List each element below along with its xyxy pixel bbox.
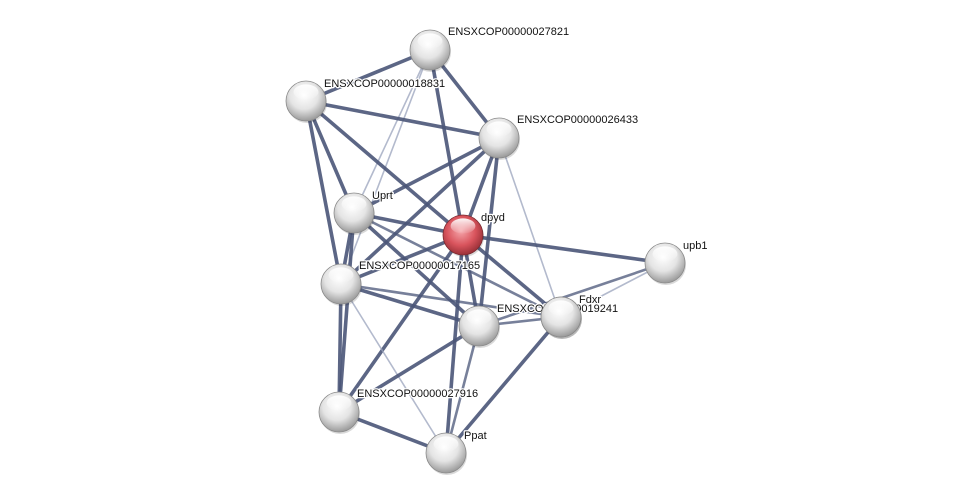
node-18831[interactable]	[285, 80, 327, 123]
node-label-17165: ENSXCOP00000017165	[359, 260, 480, 272]
edge-26433-19241[interactable]	[477, 136, 501, 328]
edge-dpyd-upb1[interactable]	[461, 233, 667, 265]
node-label-18831: ENSXCOP00000018831	[324, 78, 445, 90]
node-label-dpyd: dpyd	[481, 212, 505, 224]
edge-dpyd-27916[interactable]	[337, 233, 465, 414]
edge-18831-26433[interactable]	[304, 99, 501, 140]
node-17165[interactable]	[320, 263, 362, 306]
node-gloss-highlight	[486, 121, 512, 137]
edge-27821-18831[interactable]	[304, 48, 432, 103]
edge-27821-uprt[interactable]	[353, 49, 431, 214]
node-upb1[interactable]	[644, 242, 686, 285]
node-uprt[interactable]	[333, 192, 375, 235]
node-gloss-highlight	[417, 33, 443, 49]
edge-18831-dpyd[interactable]	[304, 99, 465, 237]
node-label-27821: ENSXCOP00000027821	[448, 26, 569, 38]
edge-upb1-19241[interactable]	[477, 261, 667, 328]
node-label-27916: ENSXCOP00000027916	[357, 388, 478, 400]
edge-19241-ppat[interactable]	[444, 324, 481, 455]
edge-uprt-27916[interactable]	[337, 211, 356, 414]
node-gloss-highlight	[341, 196, 367, 212]
edge-17165-19241[interactable]	[339, 282, 481, 328]
node-label-ppat: Ppat	[464, 430, 487, 442]
node-gloss-highlight	[548, 300, 574, 316]
node-fdxr[interactable]	[540, 296, 582, 339]
edge-26433-fdxr[interactable]	[498, 137, 562, 318]
node-ppat[interactable]	[425, 432, 467, 475]
edges-layer	[304, 48, 667, 455]
edge-fdxr-ppat[interactable]	[444, 315, 563, 455]
node-gloss-highlight	[433, 436, 459, 452]
node-label-fdxr: Fdxr	[579, 294, 601, 306]
node-label-26433: ENSXCOP00000026433	[517, 114, 638, 126]
edge-27821-dpyd[interactable]	[428, 48, 465, 237]
node-dpyd[interactable]	[442, 214, 484, 257]
node-gloss-highlight	[326, 395, 352, 411]
node-label-uprt: Uprt	[372, 190, 393, 202]
node-19241[interactable]	[458, 305, 500, 348]
node-gloss-highlight	[293, 84, 319, 100]
node-label-upb1: upb1	[683, 240, 707, 252]
labels-layer: ENSXCOP00000027821ENSXCOP00000018831ENSX…	[323, 25, 709, 444]
node-gloss-highlight	[466, 309, 492, 325]
edge-17165-ppat[interactable]	[340, 283, 447, 454]
node-gloss-highlight	[652, 246, 678, 262]
occluded-label-group: ENSXCOP00000019241Fdxr	[496, 293, 619, 339]
edge-19241-27916[interactable]	[337, 324, 481, 414]
edge-dpyd-ppat[interactable]	[444, 233, 465, 455]
node-27821[interactable]	[409, 29, 451, 72]
edge-uprt-fdxr[interactable]	[352, 211, 563, 319]
edge-dpyd-17165[interactable]	[339, 233, 465, 286]
edge-18831-17165[interactable]	[304, 99, 343, 286]
edge-17165-27916[interactable]	[337, 282, 343, 414]
node-27916[interactable]	[318, 391, 360, 434]
edge-26433-17165[interactable]	[339, 136, 501, 286]
edge-26433-uprt[interactable]	[352, 136, 501, 215]
node-gloss-highlight	[450, 218, 476, 234]
node-26433[interactable]	[478, 117, 520, 160]
node-gloss-highlight	[328, 267, 354, 283]
